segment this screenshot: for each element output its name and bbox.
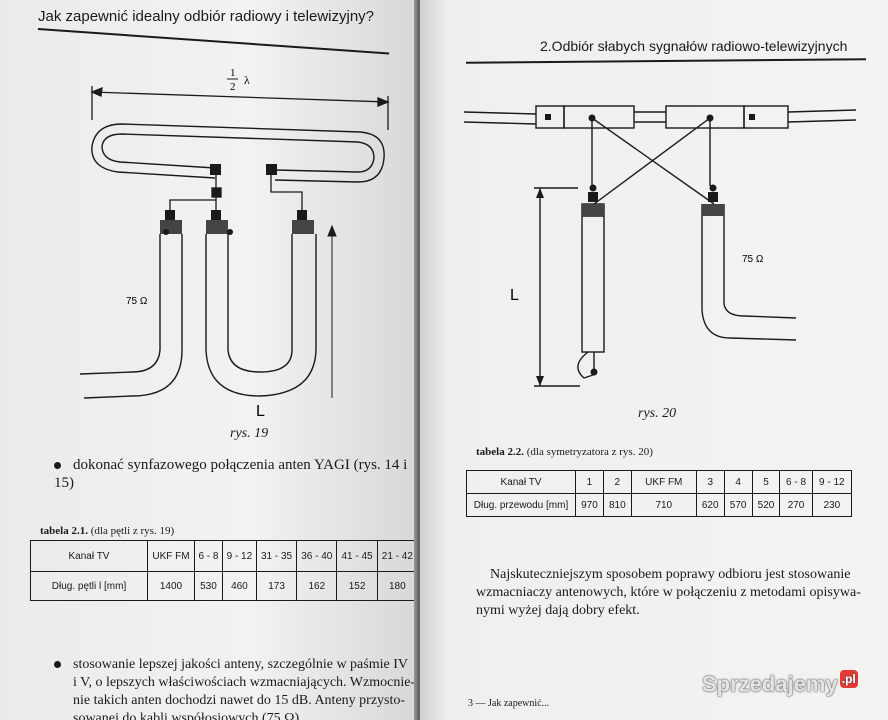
- table-cell: 173: [255, 571, 298, 601]
- figure-20-caption: rys. 20: [638, 406, 677, 421]
- table-cell: 570: [723, 493, 753, 517]
- bullet-antenna-line-3: nie takich anten dochodzi nawet do 15 dB…: [73, 693, 406, 708]
- table-2-2-caption: tabela 2.2. (dla symetryzatora z rys. 20…: [476, 446, 653, 458]
- fig20-impedance: 75 Ω: [742, 254, 764, 265]
- table-cell: 1: [575, 470, 604, 494]
- paragraph-line-1: Najskuteczniejszym sposobem poprawy odbi…: [490, 567, 851, 582]
- table-cell: Dług. pętli l [mm]: [30, 571, 148, 601]
- table-2-1-caption-bold: tabela 2.1.: [40, 525, 88, 537]
- table-2-1-caption-rest: (dla pętli z rys. 19): [90, 525, 175, 537]
- paragraph-amplifiers: Najskuteczniejszym sposobem poprawy odbi…: [476, 566, 861, 620]
- table-cell: 6 - 8: [779, 470, 813, 494]
- table-cell: 230: [811, 493, 853, 517]
- bullet-dot: [54, 661, 61, 669]
- left-page: Jak zapewnić idealny odbiór radiowy i te…: [0, 0, 418, 720]
- table-row: Kanał TV 1 2 UKF FM 3 4 5 6 - 8 9 - 12: [466, 470, 853, 494]
- table-cell: 530: [194, 571, 223, 601]
- figure-19-caption: rys. 19: [230, 426, 269, 441]
- bullet-antenna-line-2: i V, o lepszych właściwościach wzmacniaj…: [73, 675, 416, 690]
- table-cell: Kanał TV: [30, 540, 148, 572]
- table-2-2-caption-rest: (dla symetryzatora z rys. 20): [526, 446, 653, 458]
- watermark-text: Sprzedajemy: [702, 671, 838, 697]
- paragraph-line-3: nymi wyżej dają dobry efekt.: [476, 603, 640, 618]
- table-cell: UKF FM: [146, 540, 196, 572]
- table-cell: 180: [376, 571, 418, 601]
- table-row: Dług. pętli l [mm] 1400 530 460 173 162 …: [30, 571, 418, 601]
- fig19-length-label: L: [256, 403, 265, 420]
- table-2-2: Kanał TV 1 2 UKF FM 3 4 5 6 - 8 9 - 12 D…: [466, 470, 853, 517]
- table-cell: Dług. przewodu [mm]: [466, 493, 576, 517]
- right-running-header: 2.Odbiór słabych sygnałów radiowo-telewi…: [540, 38, 848, 54]
- right-page: 2.Odbiór słabych sygnałów radiowo-telewi…: [420, 0, 888, 720]
- paragraph-line-2: wzmacniaczy antenowych, które w połączen…: [476, 585, 861, 600]
- table-cell: 6 - 8: [194, 540, 223, 572]
- table-2-1-caption: tabela 2.1. (dla pętli z rys. 19): [40, 525, 174, 537]
- table-cell: 2: [602, 470, 632, 494]
- table-cell: Kanał TV: [466, 470, 576, 494]
- table-cell: 620: [695, 493, 725, 517]
- fig19-label-lambda: λ: [244, 73, 250, 87]
- table-cell: 36 - 40: [296, 540, 338, 572]
- bullet-dot: [54, 462, 61, 470]
- table-cell: 460: [221, 571, 257, 601]
- table-cell: 520: [751, 493, 781, 517]
- fig20-length-label: L: [510, 287, 519, 304]
- table-2-1: Kanał TV UKF FM 6 - 8 9 - 12 31 - 35 36 …: [30, 540, 418, 601]
- bullet-yagi-text: dokonać synfazowego połączenia anten YAG…: [54, 457, 408, 491]
- right-header-rule: [465, 58, 867, 64]
- table-cell: 152: [336, 571, 378, 601]
- table-cell: 3: [695, 470, 725, 494]
- table-cell: 41 - 45: [336, 540, 378, 572]
- book-gutter: [414, 0, 424, 720]
- table-cell: 1400: [146, 571, 196, 601]
- figure-20-balun-diagram: L 75 Ω: [463, 105, 857, 387]
- bullet-antenna-line-4: sowanej do kabli współosiowych (75 Ω).: [73, 711, 303, 720]
- table-2-2-caption-bold: tabela 2.2.: [476, 446, 524, 458]
- bullet-yagi: dokonać synfazowego połączenia anten YAG…: [54, 456, 418, 492]
- table-cell: 9 - 12: [811, 470, 853, 494]
- table-cell: 162: [296, 571, 338, 601]
- table-cell: UKF FM: [630, 470, 697, 494]
- bullet-antenna: stosowanie lepszej jakości anteny, szcze…: [54, 656, 415, 720]
- left-header-rule: [37, 28, 390, 55]
- table-cell: 710: [630, 493, 697, 517]
- table-row: Dług. przewodu [mm] 970 810 710 620 570 …: [466, 493, 853, 517]
- table-cell: 810: [602, 493, 632, 517]
- table-cell: 21 - 42: [376, 540, 418, 572]
- bullet-antenna-line-1: stosowanie lepszej jakości anteny, szcze…: [73, 657, 408, 672]
- table-cell: 5: [751, 470, 781, 494]
- table-row: Kanał TV UKF FM 6 - 8 9 - 12 31 - 35 36 …: [30, 540, 418, 572]
- watermark-logo: Sprzedajemy.pl: [702, 670, 858, 697]
- left-running-header: Jak zapewnić idealny odbiór radiowy i te…: [38, 8, 374, 25]
- table-cell: 4: [723, 470, 753, 494]
- table-cell: 270: [779, 493, 813, 517]
- table-cell: 31 - 35: [255, 540, 298, 572]
- page-footer: 3 — Jak zapewnić...: [468, 698, 550, 709]
- fig19-label-num: 1: [230, 67, 236, 79]
- table-cell: 970: [575, 493, 604, 517]
- fig19-impedance: 75 Ω: [126, 296, 148, 307]
- table-cell: 9 - 12: [221, 540, 257, 572]
- figure-19-loop-diagram: 1 2 λ: [79, 67, 390, 420]
- watermark-badge: .pl: [839, 670, 858, 688]
- fig19-label-den: 2: [230, 81, 236, 93]
